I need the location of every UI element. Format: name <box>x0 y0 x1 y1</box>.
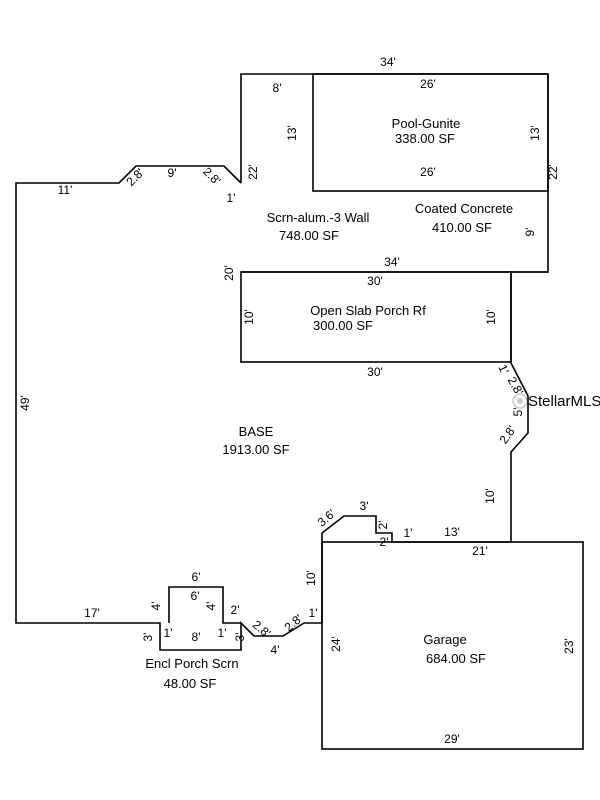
dim-1-right: 1' <box>495 362 511 376</box>
watermark-logo <box>512 393 528 409</box>
dim-garage-23: 23' <box>562 638 576 654</box>
dim-encl-3-left: 3' <box>141 633 155 642</box>
pool-area: 338.00 SF <box>395 131 455 146</box>
dim-angle-left-28: 2.8' <box>124 166 147 189</box>
base-label: BASE <box>239 424 274 439</box>
dim-garage-1: 1' <box>309 606 318 620</box>
dim-encl-6-top: 6' <box>192 570 201 584</box>
dim-11: 11' <box>58 183 73 197</box>
dim-21: 21' <box>472 544 488 558</box>
dim-8: 8' <box>273 81 282 95</box>
dim-13-bottom: 13' <box>444 525 460 539</box>
dim-17: 17' <box>84 606 100 620</box>
dim-porch-bottom-30: 30' <box>367 365 383 379</box>
porch-outline <box>240 271 512 363</box>
dim-scrn-bottom-34: 34' <box>384 255 400 269</box>
porch-area: 300.00 SF <box>313 318 373 333</box>
dim-encl-6-inner: 6' <box>191 589 200 603</box>
dim-9: 9' <box>168 166 177 180</box>
dim-1-top: 1' <box>227 191 236 205</box>
dim-porch-left-10: 10' <box>242 309 256 325</box>
dim-3-top: 3' <box>360 499 369 513</box>
garage-outline <box>321 541 584 750</box>
garage-label: Garage <box>423 632 466 647</box>
pool-outline <box>312 73 549 192</box>
dim-lower-2: 2' <box>231 603 240 617</box>
dim-lower-28-left: 2.8' <box>250 617 274 640</box>
dim-left-22: 22' <box>246 164 260 180</box>
dim-lower-28-right: 2.8' <box>282 611 306 634</box>
dim-garage-10: 10' <box>304 570 318 586</box>
dim-encl-4-left: 4' <box>149 602 163 611</box>
dim-pool-bottom-26: 26' <box>420 165 436 179</box>
dim-36: 3.6' <box>315 506 339 529</box>
garage-area: 684.00 SF <box>426 651 486 666</box>
dim-5: 5' <box>511 408 525 417</box>
encl-label: Encl Porch Scrn <box>145 656 238 671</box>
dim-garage-29: 29' <box>444 732 460 746</box>
porch-label: Open Slab Porch Rf <box>310 303 426 318</box>
screen-area: 748.00 SF <box>279 228 339 243</box>
dim-porch-right-10: 10' <box>484 309 498 325</box>
pool-label: Pool-Gunite <box>392 116 461 131</box>
dim-encl-1-right: 1' <box>218 626 227 640</box>
encl-area: 48.00 SF <box>164 676 217 691</box>
dim-right-angle-28-bottom: 2.8' <box>497 423 519 447</box>
base-area: 1913.00 SF <box>222 442 289 457</box>
dim-20: 20' <box>222 265 236 281</box>
dim-encl-4-right: 4' <box>204 602 218 611</box>
dim-pool-left-13: 13' <box>285 125 299 141</box>
watermark-text: StellarMLS <box>528 393 600 410</box>
dim-lower-3-right: 3' <box>233 633 247 642</box>
dim-49: 49' <box>18 395 32 411</box>
dim-coated-9: 9' <box>523 228 537 237</box>
dim-right-22: 22' <box>546 164 560 180</box>
dim-encl-8: 8' <box>192 630 201 644</box>
dim-pool-top-26: 26' <box>420 77 436 91</box>
dim-pool-right-13: 13' <box>528 125 542 141</box>
dim-lower-4: 4' <box>271 643 280 657</box>
dim-1-step: 1' <box>404 526 413 540</box>
dim-porch-top-30: 30' <box>367 274 383 288</box>
dim-2-upper: 2' <box>376 521 390 530</box>
dim-right-10: 10' <box>483 488 497 504</box>
coated-label: Coated Concrete <box>415 201 513 216</box>
coated-area: 410.00 SF <box>432 220 492 235</box>
dim-encl-1-left: 1' <box>164 626 173 640</box>
dim-garage-24: 24' <box>329 636 343 652</box>
dim-2-lower: 2' <box>380 535 389 549</box>
dim-angle-right-28: 2.8' <box>200 165 223 188</box>
encl-porch-outline <box>168 586 241 624</box>
dim-top-34: 34' <box>380 55 396 69</box>
screen-label: Scrn-alum.-3 Wall <box>267 210 370 225</box>
